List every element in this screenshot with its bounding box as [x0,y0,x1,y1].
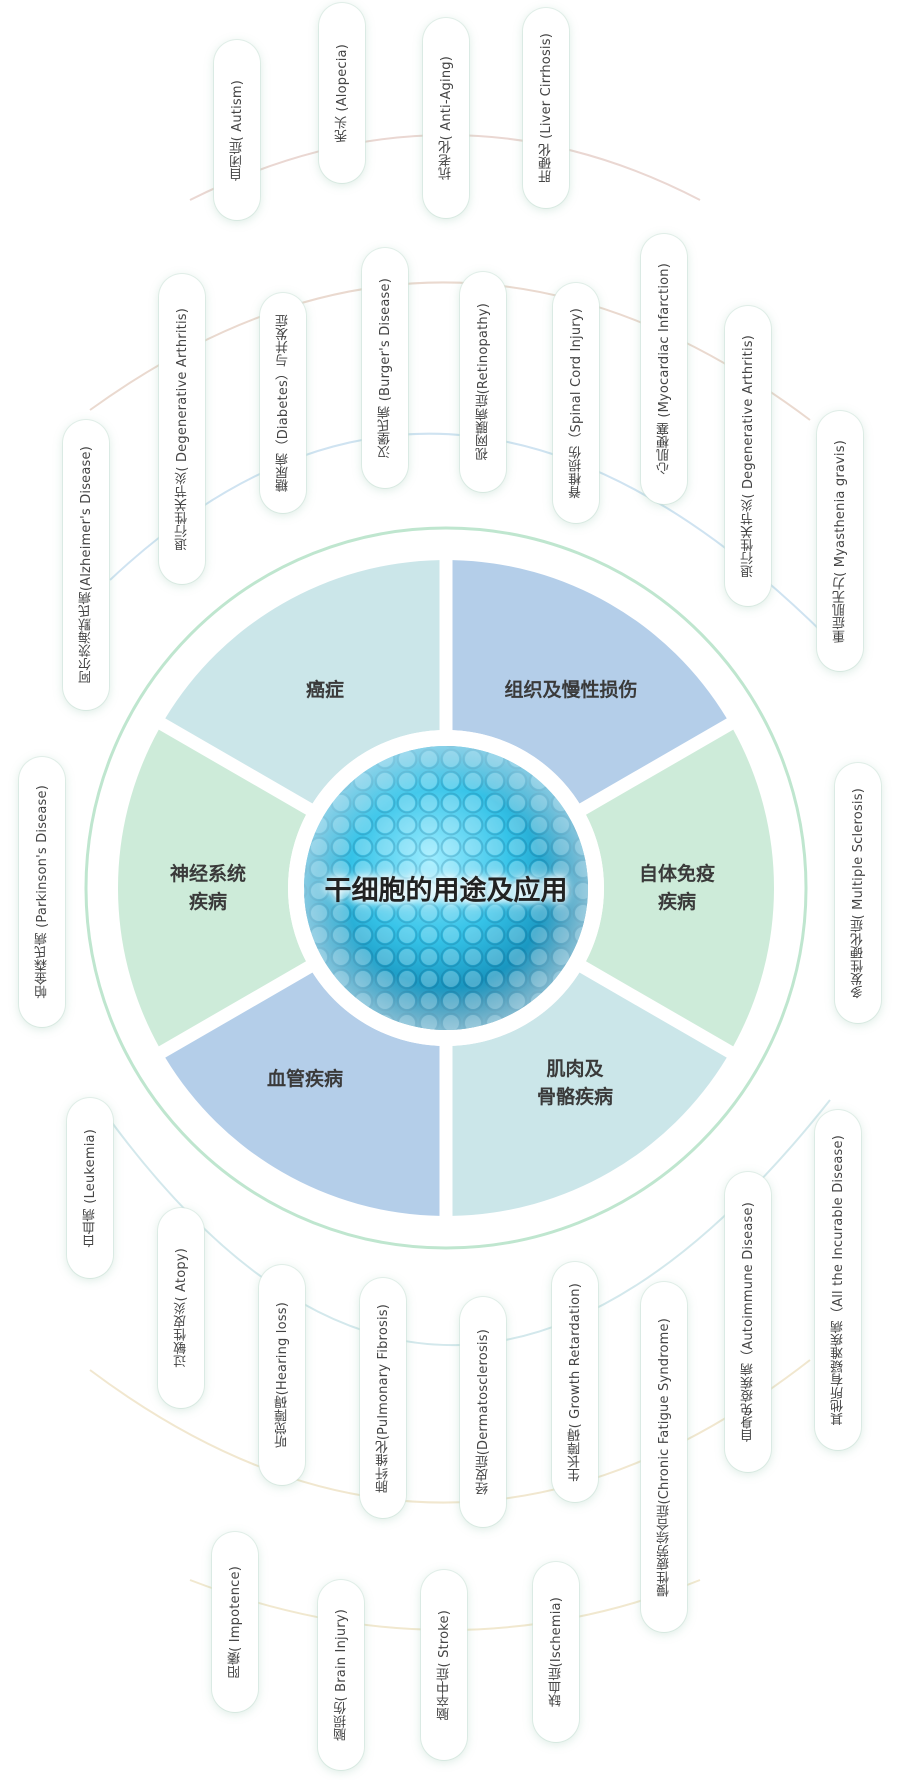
pill-alopecia: 秃头 (Alopecia) [319,3,365,183]
pill-impotence: 阳痿( Impotence) [212,1532,258,1712]
segment-neuro [118,729,307,1047]
pill-pulmonary-fibrosis: 肺纤维化(Pulmonary Fibrosis) [360,1278,406,1518]
pill-myasthenia-gravis: 重症肌无力( Myasthenia gravis) [817,411,863,671]
pill-ischemia: 缺血症(Ischemia) [533,1562,579,1742]
pill-hearing-loss: 听觉障碍(Hearing loss) [259,1265,305,1485]
segment-autoimmune [585,729,774,1047]
pill-stroke: 脑卒中症( Stroke) [421,1570,467,1760]
segment-label-tissue: 组织及慢性损伤 [504,679,638,701]
segment-label-cancer: 癌症 [305,679,345,701]
pill-alzheimers: 阿尔茨海默氏病(Alzheimer's Disease) [63,420,109,710]
pill-dermatosclerosis: 经皮症(Dermatosclerosis) [460,1297,506,1527]
pill-parkinsons: 帕金森氏病 (Parkinson's Disease) [19,757,65,1027]
stem-cell-image [304,746,588,1030]
segment-group [118,560,774,1216]
pill-burgers-disease: 汉堡氏病 (Burger's Disease) [362,248,408,488]
segment-label-muscle: 肌肉及 骨骼疾病 [536,1058,614,1108]
pill-retinopathy: 视网膜病症(Retinopathy) [460,272,506,492]
pill-degenerative-arthritis-right: 退行性关节炎( Degenerative Arthritis) [725,306,771,606]
pill-degenerative-arthritis-left: 退行性关节炎( Degenerative Arthritis) [159,274,205,584]
pill-chronic-fatigue: 慢性疲劳综合症(Chronic Fatigue Syndrome) [641,1282,687,1632]
segment-label-autoimmune: 自体免疫 疾病 [638,863,716,913]
pill-liver-cirrhosis: 肝硬化 (Liver Cirrhosis) [523,8,569,208]
segment-tissue [452,560,727,804]
pill-leukemia: 白血病 (Leukemia) [67,1098,113,1278]
center-title: 干细胞的用途及应用 [324,875,568,907]
pill-growth-retardation: 生长障碍( Growth Retardation) [552,1262,598,1502]
pill-atopy: 过敏性皮炎( Atopy) [158,1208,204,1408]
pill-autoimmune-disease: 自身免疫疾病（Autoimmune Disease) [725,1172,771,1472]
pill-diabetes: 糖尿病（Diabetes）与并发症 [260,293,306,513]
segment-label-vascular: 血管疾病 [266,1068,344,1090]
segment-vascular [165,972,440,1216]
pill-multiple-sclerosis: 多发性硬化症( Multiple Sclerosis) [835,763,881,1023]
segment-cancer [165,560,440,804]
pill-autism: 自闭症( Autism) [214,40,260,220]
pill-spinal-cord-injury: 脊椎损伤（Spinal Cord Injury) [553,283,599,523]
pill-brain-injury: 脑损伤( Brain Injury) [318,1580,364,1770]
pill-anti-aging: 抗老化( Anti-Aging) [423,18,469,218]
segment-muscle [452,972,727,1216]
pill-incurable-disease: 其他所有疑难疾病（All the Incurable Disease) [815,1110,861,1450]
segment-label-neuro: 神经系统 疾病 [169,863,247,913]
pill-myocardiac-infarction: 心肌梗塞 (Myocardiac Infarction) [641,234,687,504]
